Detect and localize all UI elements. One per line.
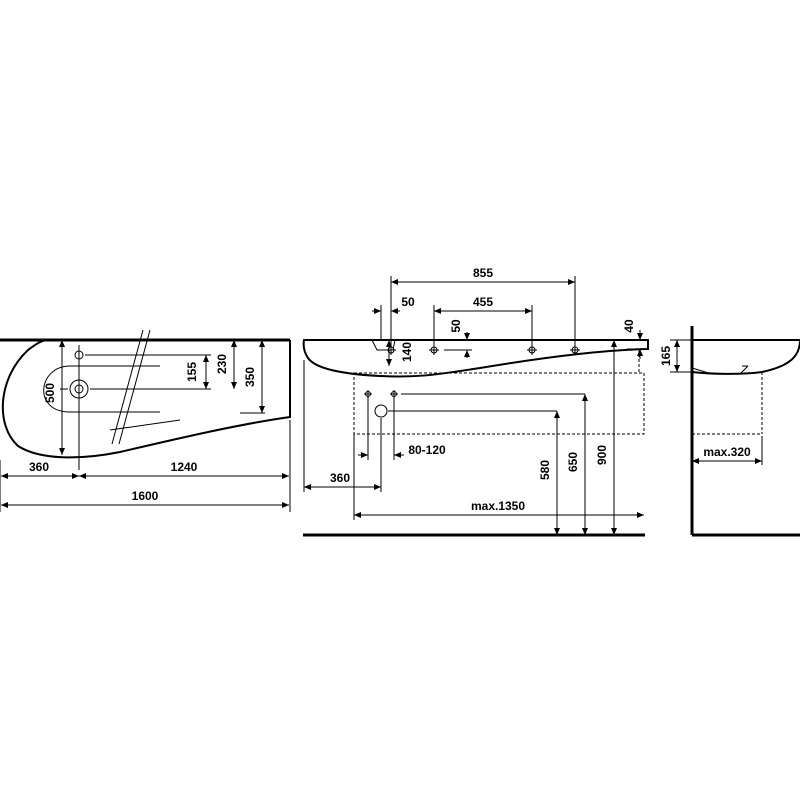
dim-140: 140	[400, 342, 414, 362]
dim-580: 580	[538, 460, 552, 480]
fixing-point-2	[429, 345, 439, 355]
front-view: 855 50 455 50 40 140 80-120 360 max.1350…	[302, 266, 649, 537]
dim-360-plan: 360	[29, 460, 49, 474]
water-supply-right	[390, 390, 398, 398]
side-view: 165 max.320	[659, 326, 800, 537]
dim-155: 155	[185, 362, 199, 382]
fixing-point-3	[527, 345, 537, 355]
plan-view: 155 230 350 500 360 1240 1600	[0, 329, 291, 512]
dim-1240: 1240	[171, 460, 198, 474]
dim-500: 500	[43, 383, 57, 403]
fixing-point-4	[570, 345, 580, 355]
dim-455: 455	[473, 295, 493, 309]
dim-max-1350: max.1350	[471, 499, 525, 513]
plan-inner-line-bottom	[109, 419, 181, 431]
dim-40: 40	[622, 319, 636, 333]
dim-360-front: 360	[330, 471, 350, 485]
dim-50-mid: 50	[449, 319, 463, 333]
front-basin-outline	[302, 339, 649, 378]
siphon-icon	[371, 339, 396, 351]
dim-80-120: 80-120	[408, 443, 446, 457]
plan-cut-line-1	[111, 329, 144, 445]
dim-165: 165	[659, 346, 673, 366]
waste-outlet-icon	[374, 404, 388, 418]
dim-855: 855	[473, 266, 493, 280]
plan-cut-line-2	[118, 329, 151, 445]
water-supply-left	[364, 390, 372, 398]
dim-max-320: max.320	[703, 445, 751, 459]
dim-350: 350	[243, 367, 257, 387]
dim-50-top: 50	[401, 295, 415, 309]
side-siphon-icon	[691, 365, 749, 375]
dim-230: 230	[215, 354, 229, 374]
dim-900: 900	[595, 445, 609, 465]
dim-650: 650	[566, 452, 580, 472]
plan-inner-bowl	[43, 365, 160, 413]
front-pedestal-outline	[353, 372, 645, 435]
fixing-point-1	[386, 345, 396, 355]
side-basin-outline	[691, 339, 800, 375]
dim-1600: 1600	[132, 489, 159, 503]
plan-basin-outline	[1, 339, 291, 459]
